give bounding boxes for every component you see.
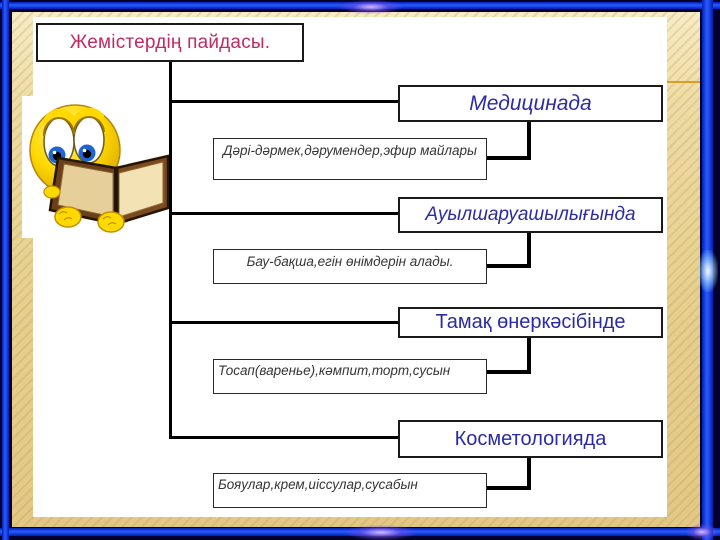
category-box-food-industry: Тамақ өнеркәсібінде [398,307,663,338]
category-label: Ауылшаруашылығында [425,204,636,225]
connector-drop-3 [527,338,531,374]
frame-top-border [0,2,720,9]
connector-branch-4 [169,436,398,439]
frame-right-border [702,0,713,540]
connector-drop-2 [527,233,531,268]
connector-elbow-3 [487,370,531,374]
connector-elbow-2 [487,264,531,268]
frame-bottom-border [0,528,720,536]
category-label: Медицинада [469,91,592,115]
detail-text: Тосап(варенье),кәмпит,торт,сусын [218,363,451,378]
connector-drop-1 [527,122,531,160]
detail-text: Бояулар,крем,иіссулар,сусабын [218,477,418,492]
category-label: Тамақ өнеркәсібінде [435,311,626,333]
connector-branch-3 [169,321,398,324]
detail-text: Дәрі-дәрмек,дәрумендер,эфир майлары [223,143,477,158]
detail-text: Бау-бақша,егін өнімдерін алады. [246,254,454,269]
detail-box-cosmetology: Бояулар,крем,иіссулар,сусабын [213,473,487,508]
category-label: Косметологияда [454,427,607,450]
detail-box-agriculture: Бау-бақша,егін өнімдерін алады. [213,249,487,284]
category-box-medicine: Медицинада [398,85,663,122]
connector-elbow-4 [487,486,531,490]
connector-elbow-1 [487,156,531,160]
accent-line [667,81,700,83]
slide-title-box: Жемістердің пайдасы. [36,23,304,62]
category-box-agriculture: Ауылшаруашылығында [398,197,663,233]
category-box-cosmetology: Косметологияда [398,420,663,458]
frame-left-border [2,0,9,540]
detail-box-food-industry: Тосап(варенье),кәмпит,торт,сусын [213,359,487,394]
connector-branch-2 [169,212,398,215]
connector-drop-4 [527,458,531,490]
detail-box-medicine: Дәрі-дәрмек,дәрумендер,эфир майлары [213,138,487,180]
connector-trunk [169,62,172,439]
slide-title: Жемістердің пайдасы. [69,31,271,53]
smiley-reading-book-icon [22,96,170,238]
connector-branch-1 [169,100,398,103]
